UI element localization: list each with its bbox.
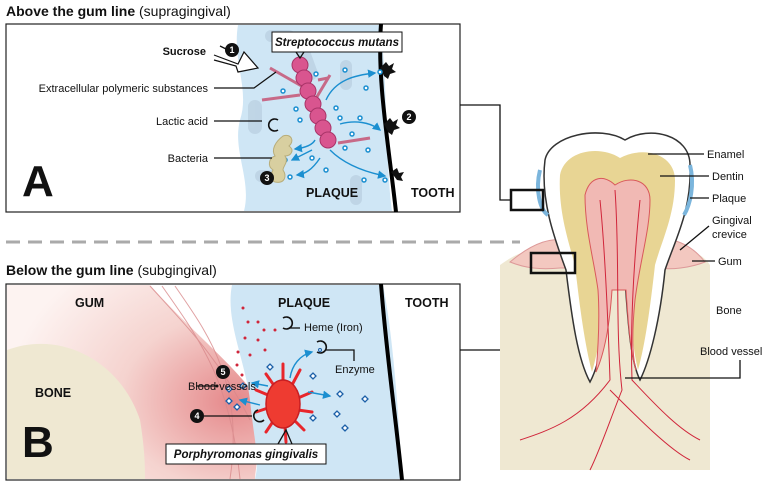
lactic-acid-legend-icon — [267, 118, 279, 132]
attachment-icon — [252, 409, 265, 423]
label-plaque: Plaque — [712, 193, 746, 205]
step-3-badge: 3 — [260, 171, 274, 185]
blood-vessels-tooth — [519, 189, 701, 471]
panel-b: GUM PLAQUE TOOTH BONE B Heme (Iron) Enzy… — [5, 283, 461, 481]
svg-text:5: 5 — [220, 367, 225, 377]
tooth-surface-line-b — [379, 283, 404, 481]
panel-b-letter: B — [22, 418, 54, 467]
label-bacteria: Bacteria — [168, 153, 209, 165]
label-lactic-acid: Lactic acid — [156, 116, 208, 128]
label-enamel: Enamel — [707, 149, 744, 161]
panel-b-heading: Below the gum line (subgingival) — [6, 262, 217, 278]
connector-a — [460, 104, 511, 201]
label-eps: Extracellular polymeric substances — [39, 83, 209, 95]
callout-box-b — [529, 251, 577, 275]
enzyme-legend-icon — [316, 340, 328, 354]
svg-text:3: 3 — [264, 173, 269, 183]
callout-box-a — [509, 188, 545, 212]
organism-label-porphyromonas: Porphyromonas gingivalis — [165, 428, 327, 465]
svg-text:Porphyromonas gingivalis: Porphyromonas gingivalis — [174, 449, 318, 461]
other-bacteria-icon — [268, 134, 293, 183]
tooth-cross-section — [500, 132, 710, 471]
acid-flow-arrows — [290, 69, 387, 179]
label-gum-b: GUM — [75, 296, 104, 310]
label-gingival: Gingival — [712, 215, 752, 227]
svg-text:1: 1 — [229, 45, 234, 55]
plaque-left — [536, 169, 550, 217]
enamel-erosion-marks — [380, 62, 404, 181]
panel-a-heading: Above the gum line (supragingival) — [6, 3, 231, 19]
label-tooth-a: TOOTH — [411, 186, 455, 200]
enzyme-diamonds — [225, 363, 369, 432]
svg-text:2: 2 — [406, 112, 411, 122]
sucrose-arrow-icon — [213, 50, 260, 73]
label-heme: Heme (Iron) — [304, 322, 363, 334]
porphyromonas-gingivalis-cell — [254, 362, 314, 444]
label-sucrose: Sucrose — [163, 46, 206, 58]
label-enzyme: Enzyme — [335, 364, 375, 376]
heme-dots — [235, 306, 277, 377]
step-2-badge: 2 — [402, 110, 416, 124]
label-crevice: crevice — [712, 229, 747, 241]
step-4-badge: 4 — [190, 409, 204, 423]
tooth-labels: Enamel Dentin Plaque Gingival crevice Gu… — [625, 149, 762, 379]
streptococcus-mutans-chain — [291, 56, 337, 149]
label-plaque-b: PLAQUE — [278, 296, 330, 310]
eps-strands — [261, 66, 371, 145]
label-bone-b: BONE — [35, 386, 71, 400]
label-dentin: Dentin — [712, 171, 744, 183]
label-blood-vessels: Blood vessels — [188, 381, 256, 393]
bone-region — [7, 343, 145, 479]
label-bone: Bone — [716, 305, 742, 317]
label-plaque-a: PLAQUE — [306, 186, 358, 200]
svg-text:4: 4 — [194, 411, 199, 421]
panel-a-letter: A — [22, 157, 54, 206]
heme-legend-icon — [282, 316, 294, 330]
plaque-right — [682, 164, 695, 217]
step-5-badge: 5 — [216, 365, 230, 379]
step-1-badge: 1 — [225, 43, 239, 57]
organism-label-streptococcus: Streptococcus mutans — [271, 31, 403, 60]
panel-a: Sucrose Extracellular polymeric substanc… — [5, 23, 461, 213]
label-blood-vessel: Blood vessel — [700, 346, 762, 358]
enzyme-flow-arrows — [238, 349, 332, 406]
plaque-region-b — [230, 285, 402, 479]
svg-text:Streptococcus mutans: Streptococcus mutans — [275, 37, 399, 49]
label-gum: Gum — [718, 256, 742, 268]
label-tooth-b: TOOTH — [405, 296, 449, 310]
